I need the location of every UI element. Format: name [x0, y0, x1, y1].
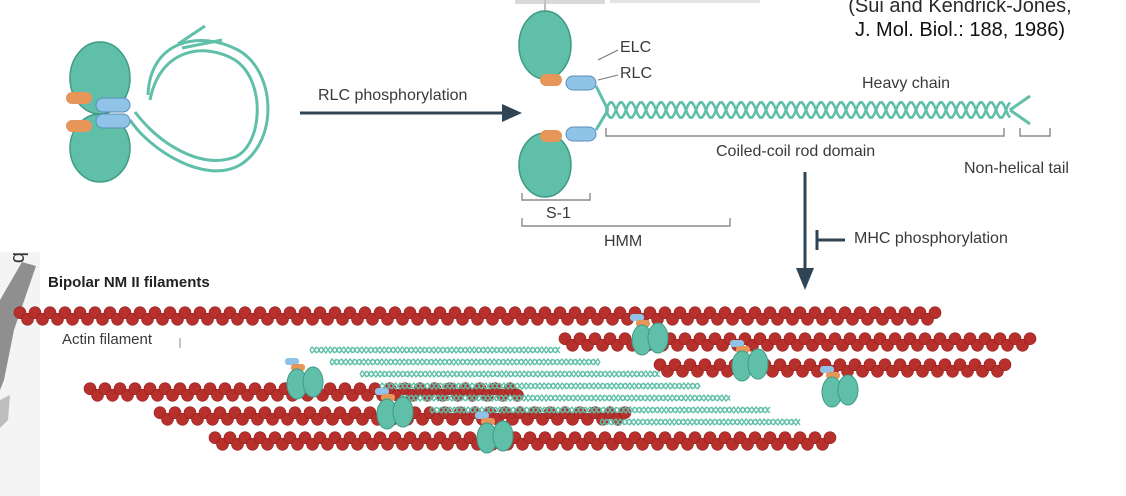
myosin-head-pair	[820, 366, 859, 408]
myosin-head-pair	[285, 358, 324, 400]
coiled-coil	[599, 417, 801, 427]
s1-label: S-1	[546, 205, 571, 222]
actin-filaments	[13, 306, 1037, 451]
elc-label: ELC	[620, 39, 652, 56]
bipolar-filaments-title: Bipolar NM II filaments	[48, 274, 210, 291]
citation-line-1: (Sui and Kendrick-Jones,	[848, 0, 1072, 17]
coiled-coil-label: Coiled-coil rod domain	[716, 143, 876, 160]
bipolar-myosin-heads	[285, 314, 859, 454]
rlc-phosphorylation-label: RLC phosphorylation	[318, 87, 468, 104]
coiled-coil	[329, 357, 601, 367]
hmm-label: HMM	[604, 233, 643, 250]
mhc-phosphorylation-arrow	[796, 172, 845, 290]
myosin-head-pair	[730, 340, 769, 382]
heavy-chain-coil	[604, 101, 1012, 119]
scanned-micrograph-fragment	[0, 252, 40, 496]
mhc-phosphorylation-label: MHC phosphorylation	[854, 230, 1008, 247]
coiled-coil	[604, 101, 1012, 119]
bipolar-myosin-tails	[309, 345, 801, 427]
rlc-phosphorylation-arrow	[300, 104, 522, 122]
coiled-coil	[379, 381, 701, 391]
myosin-head-pair	[375, 388, 414, 430]
actin-filament-label: Actin filament	[62, 331, 153, 348]
folded-myosin-molecule	[66, 24, 270, 183]
citation: (Sui and Kendrick-Jones, J. Mol. Biol.: …	[800, 0, 1120, 42]
actin-filament	[13, 306, 942, 326]
citation-line-2: J. Mol. Biol.: 188, 1986)	[854, 19, 1066, 41]
coiled-coil	[359, 369, 661, 379]
non-helical-tail-label: Non-helical tail	[964, 160, 1069, 177]
coiled-coil	[399, 393, 731, 403]
heavy-chain-label: Heavy chain	[862, 75, 951, 92]
extended-myosin-molecule	[515, 0, 1031, 198]
myosin-head-pair	[630, 314, 669, 356]
actin-filament	[558, 332, 1037, 352]
panel-letter: b	[8, 252, 30, 264]
domain-brackets	[521, 128, 1051, 227]
rlc-label: RLC	[620, 65, 653, 82]
coiled-coil	[309, 345, 561, 355]
myosin-head-pair	[475, 412, 514, 454]
actin-filament	[208, 431, 837, 451]
